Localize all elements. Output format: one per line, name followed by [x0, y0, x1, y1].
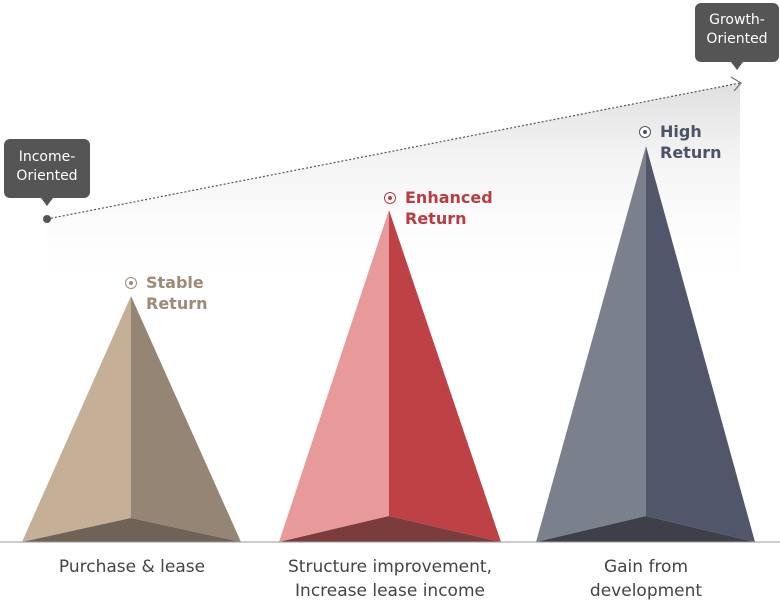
income-oriented-callout-tail: [41, 198, 53, 206]
category-structure-improvement-line-1: Structure improvement,: [288, 557, 492, 577]
category-gain-development-line-1: Gain from: [603, 557, 689, 577]
stable-return-label: Stable Return: [146, 272, 208, 314]
stable-return-marker-icon: [125, 277, 137, 289]
high-return-line-2: Return: [660, 143, 722, 162]
category-structure-improvement-line-2: Increase lease income: [295, 581, 485, 601]
pyramid-enhanced-right-face: [389, 210, 501, 542]
enhanced-return-line-1: Enhanced: [405, 188, 493, 207]
trend-arrowhead-icon: [730, 76, 743, 92]
trend-start-dot: [43, 215, 51, 223]
pyramid-enhanced: [279, 210, 501, 542]
pyramid-stable: [22, 296, 241, 542]
high-return-marker-icon: [639, 126, 651, 138]
income-oriented-line-1: Income-: [18, 149, 76, 165]
growth-band: [47, 83, 740, 300]
pyramid-stable-base: [22, 518, 241, 542]
enhanced-return-label: Enhanced Return: [405, 187, 493, 229]
category-gain-development: Gain from development: [536, 555, 756, 603]
trend-line: [46, 82, 741, 220]
high-return-label: High Return: [660, 121, 722, 163]
growth-oriented-callout: Growth- Oriented: [695, 3, 779, 62]
enhanced-return-marker-icon: [384, 192, 396, 204]
stable-return-line-2: Return: [146, 294, 208, 313]
income-oriented-callout: Income- Oriented: [4, 139, 90, 198]
pyramid-high-left-face: [536, 146, 646, 542]
pyramid-stable-right-face: [131, 296, 241, 542]
pyramid-stable-left-face: [22, 296, 131, 542]
growth-oriented-line-2: Oriented: [706, 31, 768, 47]
category-gain-development-line-2: development: [589, 581, 703, 601]
stable-return-line-1: Stable: [146, 273, 204, 292]
high-return-line-1: High: [660, 122, 702, 141]
growth-oriented-callout-tail: [731, 62, 743, 70]
enhanced-return-line-2: Return: [405, 209, 467, 228]
category-purchase-lease-line-1: Purchase & lease: [58, 557, 206, 577]
income-oriented-line-2: Oriented: [16, 168, 78, 184]
pyramid-high: [536, 146, 755, 542]
pyramid-enhanced-base: [279, 516, 501, 542]
category-structure-improvement: Structure improvement, Increase lease in…: [259, 555, 521, 603]
pyramid-high-base: [536, 516, 755, 542]
pyramid-enhanced-left-face: [279, 210, 389, 542]
category-purchase-lease: Purchase & lease: [12, 555, 252, 579]
growth-oriented-line-1: Growth-: [709, 12, 765, 28]
pyramid-high-right-face: [646, 146, 755, 542]
